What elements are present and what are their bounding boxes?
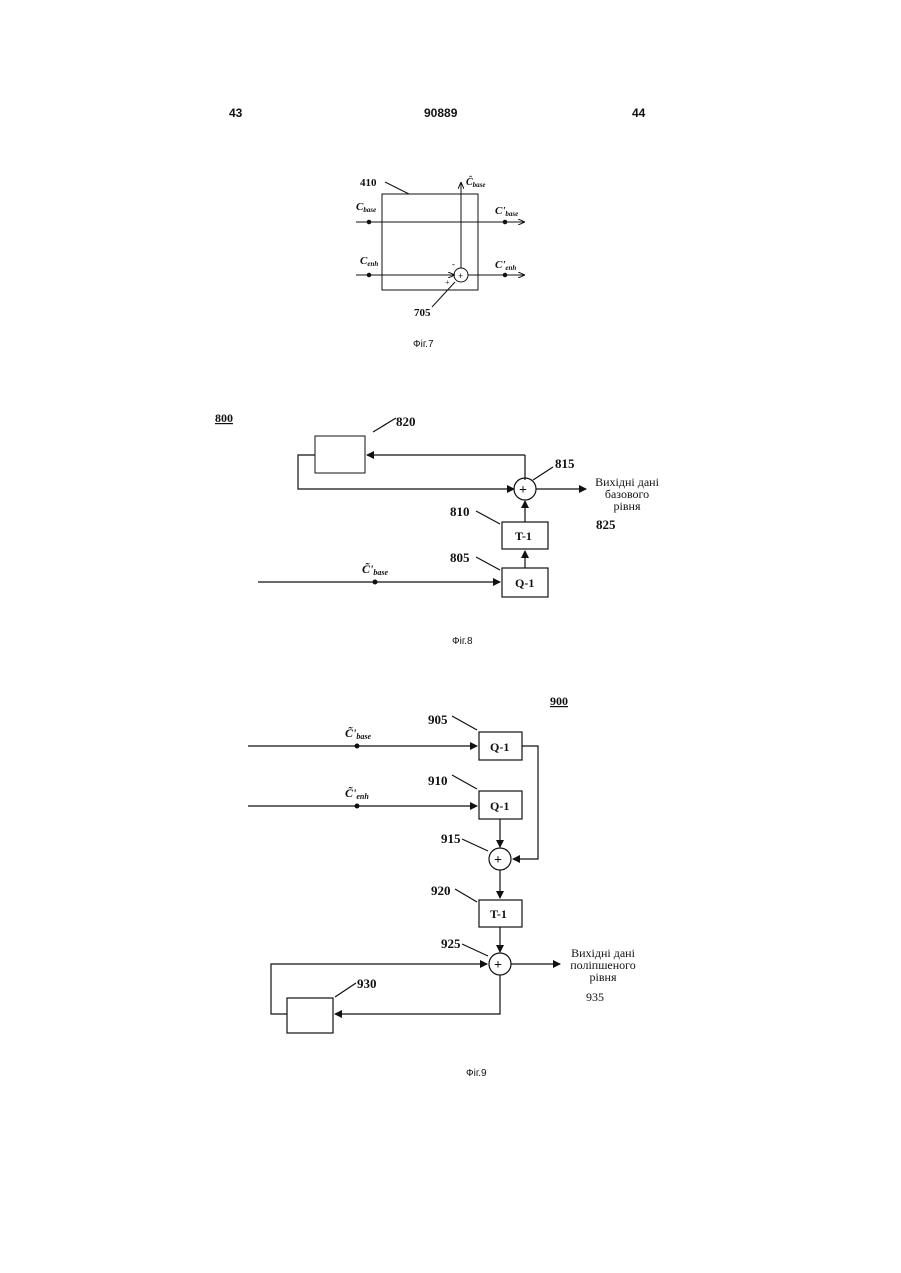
fig8-caption: Фіг.8 xyxy=(452,636,473,647)
fig9-ref-925: 925 xyxy=(441,936,461,951)
fig7-label-cbase: Cbase xyxy=(356,201,376,214)
fig9-ref-930: 930 xyxy=(357,976,377,991)
fig7-enh-in-dot xyxy=(367,273,371,277)
fig9-leader-915 xyxy=(462,839,488,851)
fig8-ref-820: 820 xyxy=(396,414,416,429)
fig9-output-line3: рівня xyxy=(590,970,617,984)
fig9-diagram xyxy=(248,716,560,1033)
fig9-base-to-adder xyxy=(513,746,538,859)
fig7-diagram xyxy=(356,182,524,307)
fig7-label-cprime-enh: C'enh xyxy=(495,259,516,272)
fig7-label-chat-base: Ĉbase xyxy=(466,175,486,189)
fig7-ref-410: 410 xyxy=(360,177,377,189)
fig8-ref-800: 800 xyxy=(215,411,233,425)
fig9-ref-915: 915 xyxy=(441,831,461,846)
fig9-leader-930 xyxy=(335,983,356,997)
fig8-ref-810: 810 xyxy=(450,504,470,519)
fig8-adder-symbol: + xyxy=(519,483,527,498)
fig8-ref-815: 815 xyxy=(555,456,575,471)
fig8-text: 800 820 815 + 810 805 T-1 Q-1 C̃'base Ви… xyxy=(215,411,660,590)
fig7-base-in-dot xyxy=(367,220,371,224)
fig7-minus-sign: - xyxy=(452,259,455,269)
fig9-leader-920 xyxy=(455,889,477,902)
fig8-input-dot xyxy=(373,580,377,584)
fig9-fb-top xyxy=(271,964,487,1014)
fig7-base-out-dot xyxy=(503,220,507,224)
fig9-block-930 xyxy=(287,998,333,1033)
fig8-leader-820 xyxy=(373,418,396,432)
fig7-label-cenh: Cenh xyxy=(360,255,378,268)
fig9-ref-910: 910 xyxy=(428,773,448,788)
fig9-ref-905: 905 xyxy=(428,712,448,727)
fig9-adder2-symbol: + xyxy=(494,958,502,973)
fig8-block-t-label: T-1 xyxy=(515,529,532,543)
fig7-ref-705: 705 xyxy=(414,307,431,319)
fig7-plus-sign: + xyxy=(445,278,450,287)
fig9-block-t-label: T-1 xyxy=(490,907,507,921)
fig9-adder1-symbol: + xyxy=(494,853,502,868)
fig8-output-line3: рівня xyxy=(614,499,641,513)
fig8-leader-815 xyxy=(533,467,553,480)
fig8-diagram xyxy=(258,418,586,597)
fig9-leader-910 xyxy=(452,775,477,789)
fig7-leader-705 xyxy=(432,282,455,307)
fig7-leader-410 xyxy=(385,182,409,194)
fig8-ref-805: 805 xyxy=(450,550,470,565)
fig7-label-cprime-base: C'base xyxy=(495,205,518,218)
fig9-input-base-label: C̃'base xyxy=(345,726,371,741)
fig8-leader-805 xyxy=(476,557,500,570)
fig8-block-820 xyxy=(315,436,365,473)
fig9-block-q-enh-label: Q-1 xyxy=(490,799,509,813)
fig9-input-enh-label: C̃'enh xyxy=(345,786,369,801)
fig9-ref-920: 920 xyxy=(431,883,451,898)
fig8-block-q-label: Q-1 xyxy=(515,576,534,590)
fig9-leader-905 xyxy=(452,716,477,730)
fig9-block-q-base-label: Q-1 xyxy=(490,740,509,754)
fig9-ref-935: 935 xyxy=(586,990,604,1004)
fig9-caption: Фіг.9 xyxy=(466,1068,487,1079)
fig9-input-enh-dot xyxy=(355,804,359,808)
fig8-leader-810 xyxy=(476,511,500,524)
fig7-text: 410 Cbase C'base Cenh C'enh Ĉbase + - + … xyxy=(356,175,518,319)
fig8-fb-bottom xyxy=(298,455,514,489)
fig7-block-410 xyxy=(382,194,478,290)
fig8-input-label: C̃'base xyxy=(362,562,388,577)
fig9-ref-900: 900 xyxy=(550,694,568,708)
fig7-adder-symbol: + xyxy=(458,271,463,281)
fig7-caption: Фіг.7 xyxy=(413,339,434,350)
fig9-leader-925 xyxy=(462,944,488,956)
fig8-ref-825: 825 xyxy=(596,517,616,532)
fig9-input-base-dot xyxy=(355,744,359,748)
fig7-enh-out-dot xyxy=(503,273,507,277)
